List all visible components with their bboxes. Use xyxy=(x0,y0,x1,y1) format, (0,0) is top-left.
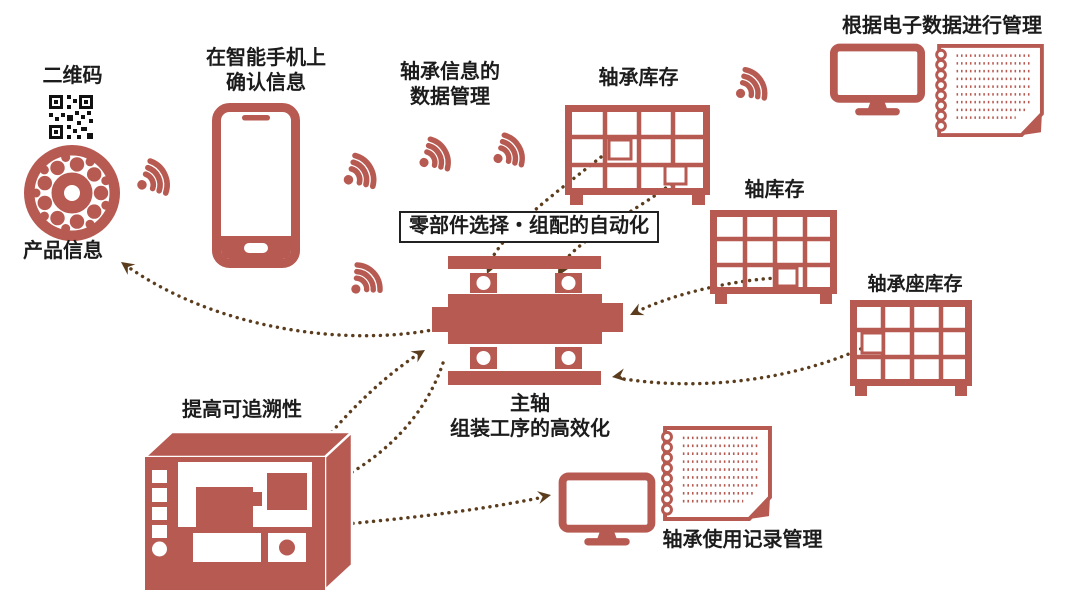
product-info-label: 产品信息 xyxy=(23,240,103,262)
wifi-icon xyxy=(477,117,545,185)
spindle-assembly-icon xyxy=(428,252,628,389)
record-sheet-icon xyxy=(932,42,1049,139)
automation-box: 零部件选择・组配的自动化 xyxy=(399,211,659,243)
wifi-icon xyxy=(121,143,191,213)
highlighted-cell xyxy=(663,164,688,186)
wifi-icon xyxy=(718,50,787,119)
monitor-icon xyxy=(557,472,657,546)
smartphone-label: 在智能手机上 确认信息 xyxy=(206,47,326,94)
wifi-icon xyxy=(403,121,471,189)
highlighted-cell xyxy=(775,266,799,288)
usage-record-label: 轴承使用记录管理 xyxy=(662,529,823,551)
bearing-icon xyxy=(22,143,122,243)
machine-tool-icon xyxy=(143,430,355,592)
housing-stock-rack-icon xyxy=(850,300,975,397)
spindle-label: 主轴 组装工序的高效化 xyxy=(450,393,610,440)
electronic-data-label: 根据电子数据进行管理 xyxy=(842,15,1042,37)
qr-code-label: 二维码 xyxy=(42,65,103,87)
monitor-icon xyxy=(829,43,926,116)
wifi-icon xyxy=(326,136,397,207)
shaft-stock-label: 轴库存 xyxy=(744,179,805,201)
qr-code-icon xyxy=(47,93,95,141)
housing-stock-label: 轴承座库存 xyxy=(867,274,963,295)
bearing-stock-label: 轴承库存 xyxy=(598,67,679,89)
highlighted-cell xyxy=(607,138,633,161)
highlighted-cell xyxy=(860,331,885,355)
bearing-stock-rack-icon xyxy=(565,105,710,205)
shaft-stock-rack-icon xyxy=(710,210,840,305)
arrow-machine-to-monitor xyxy=(344,495,546,526)
wifi-icon xyxy=(332,244,403,315)
bearing-data-label: 轴承信息的 数据管理 xyxy=(400,61,500,108)
smartphone-icon xyxy=(212,103,300,268)
arrow-housingstock-to-base xyxy=(616,344,869,386)
traceability-label: 提高可追溯性 xyxy=(182,399,302,421)
record-sheet-icon xyxy=(658,424,777,523)
